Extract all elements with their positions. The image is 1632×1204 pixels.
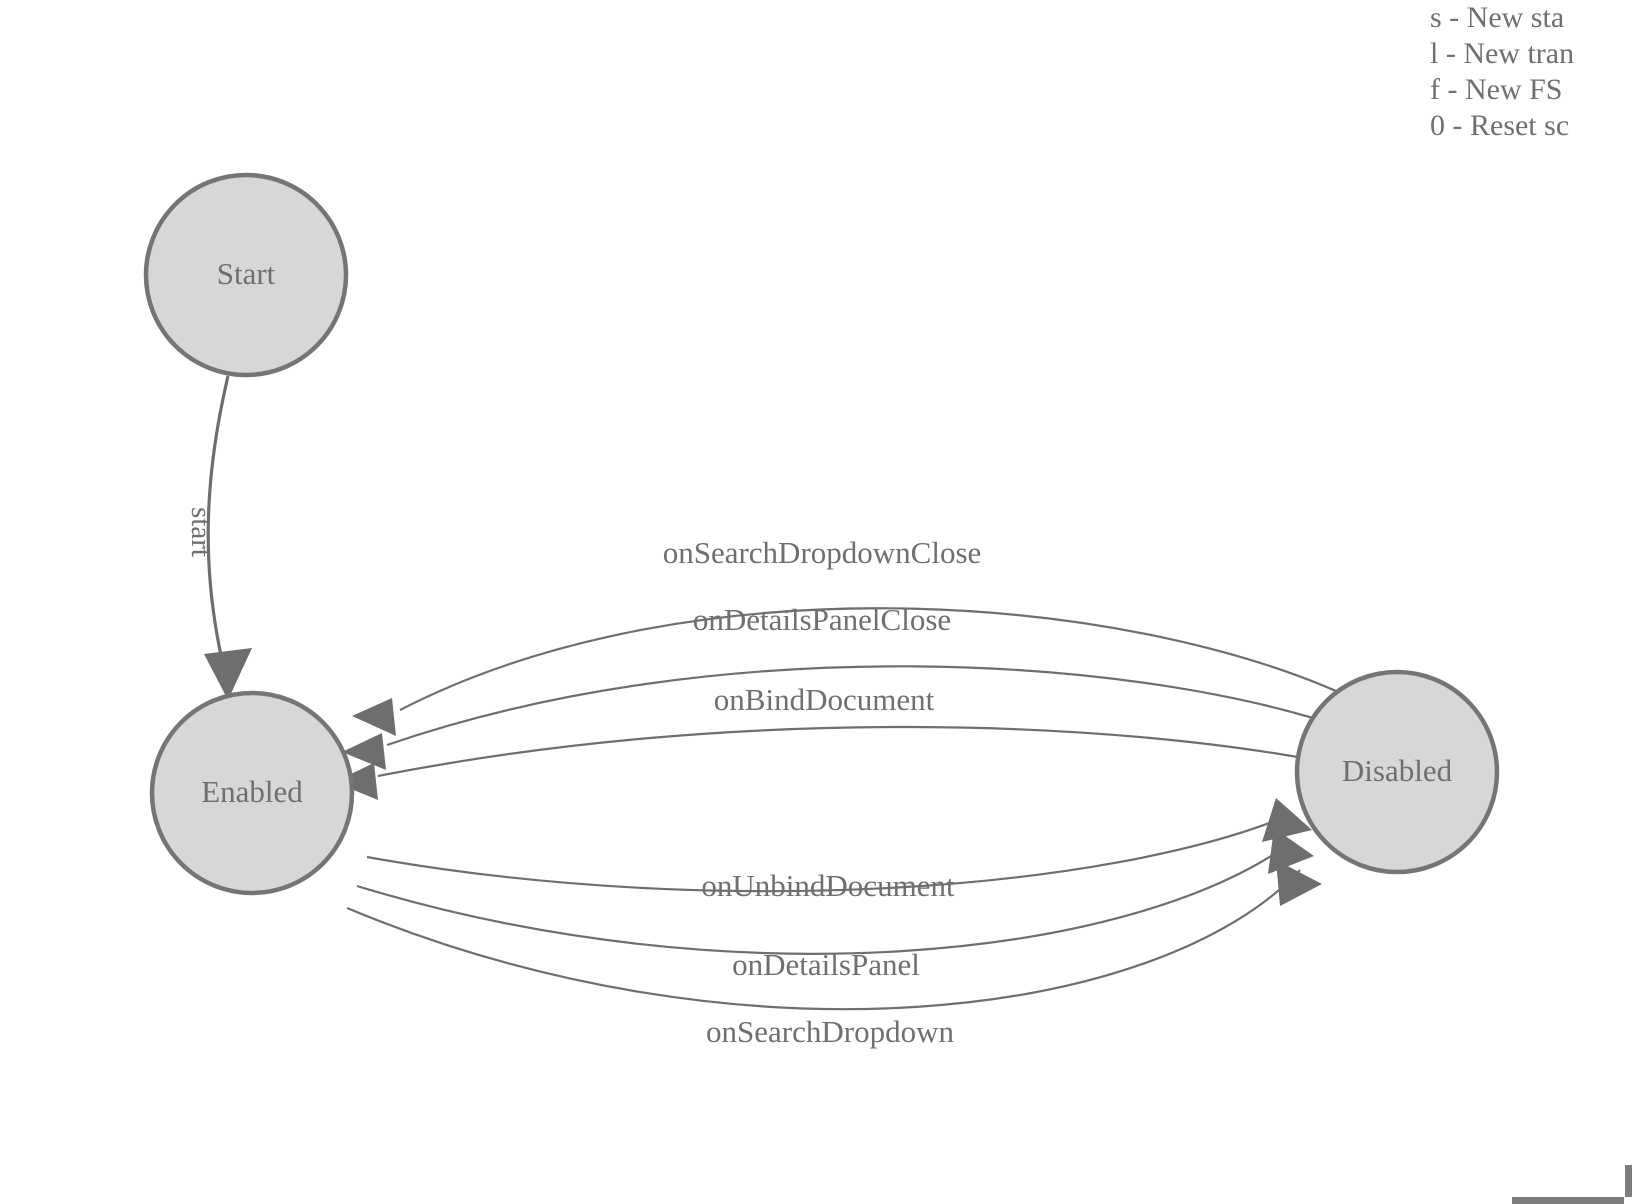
arrow-head-onSearchDropdown [1276,860,1322,906]
node-enabled-circle[interactable] [149,690,355,896]
edge-label-onDetailsPanelClose: onDetailsPanelClose [693,602,951,637]
arrow-head-onSearchDropdownClose [352,698,396,736]
edge-path-start [206,375,230,661]
node-start[interactable]: Start [143,172,349,378]
edge-path-onUnbindDocument [366,813,1291,893]
transition-onBindDocument[interactable] [334,725,1341,800]
edge-label-onUnbindDocument: onUnbindDocument [701,868,955,903]
edge-path-onBindDocument [377,725,1341,778]
vertical-scrollbar[interactable] [1625,1165,1632,1197]
edge-label-onBindDocument: onBindDocument [714,682,935,717]
edge-label-onSearchDropdown: onSearchDropdown [706,1014,954,1049]
edge-label-onDetailsPanel: onDetailsPanel [732,947,920,982]
node-disabled[interactable]: Disabled [1294,669,1500,875]
transition-onSearchDropdown[interactable] [346,860,1322,1011]
horizontal-scrollbar[interactable] [1512,1197,1624,1204]
edge-label-onSearchDropdownClose: onSearchDropdownClose [663,535,982,570]
node-start-circle[interactable] [143,172,349,378]
node-start-label: Start [217,256,276,291]
edge-path-onDetailsPanelClose [386,665,1354,747]
transition-onDetailsPanelClose[interactable] [342,665,1354,770]
edge-label-start: start [185,507,217,557]
transition-onSearchDropdownClose[interactable] [352,607,1371,736]
node-enabled[interactable]: Enabled [149,690,355,896]
transition-start[interactable] [204,375,252,700]
edge-path-onSearchDropdownClose [399,607,1371,711]
edge-path-onDetailsPanel [356,841,1293,955]
node-enabled-label: Enabled [201,774,303,809]
arrow-head-onDetailsPanelClose [342,733,386,770]
node-disabled-circle[interactable] [1294,669,1500,875]
arrow-head-start [204,648,252,700]
node-disabled-label: Disabled [1342,753,1453,788]
arrow-head-onBindDocument [334,763,378,800]
edge-path-onSearchDropdown [346,869,1301,1011]
